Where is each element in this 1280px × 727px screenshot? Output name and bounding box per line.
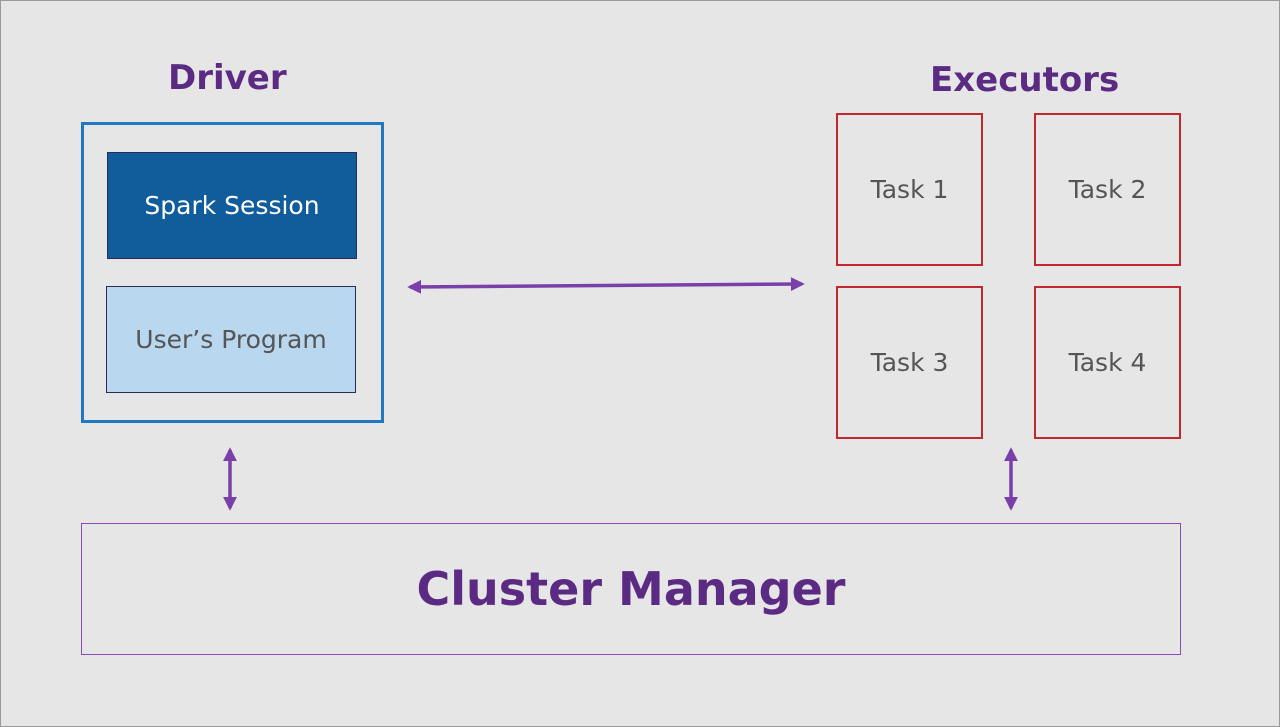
task-label: Task 3 bbox=[870, 348, 949, 377]
users-program-label: User’s Program bbox=[135, 325, 327, 354]
cluster-manager-label: Cluster Manager bbox=[416, 562, 846, 616]
executors-title: Executors bbox=[930, 60, 1120, 100]
driver-executors-arrow bbox=[407, 277, 805, 294]
task-box: Task 4 bbox=[1034, 286, 1181, 439]
task-box: Task 1 bbox=[836, 113, 983, 266]
spark-session-box: Spark Session bbox=[107, 152, 357, 259]
users-program-box: User’s Program bbox=[106, 286, 356, 393]
driver-title: Driver bbox=[168, 58, 287, 98]
spark-session-label: Spark Session bbox=[144, 191, 320, 220]
task-box: Task 2 bbox=[1034, 113, 1181, 266]
task-label: Task 2 bbox=[1068, 175, 1147, 204]
task-box: Task 3 bbox=[836, 286, 983, 439]
task-label: Task 1 bbox=[870, 175, 949, 204]
driver-container bbox=[81, 122, 384, 423]
cluster-manager-box: Cluster Manager bbox=[81, 523, 1181, 655]
task-label: Task 4 bbox=[1068, 348, 1147, 377]
